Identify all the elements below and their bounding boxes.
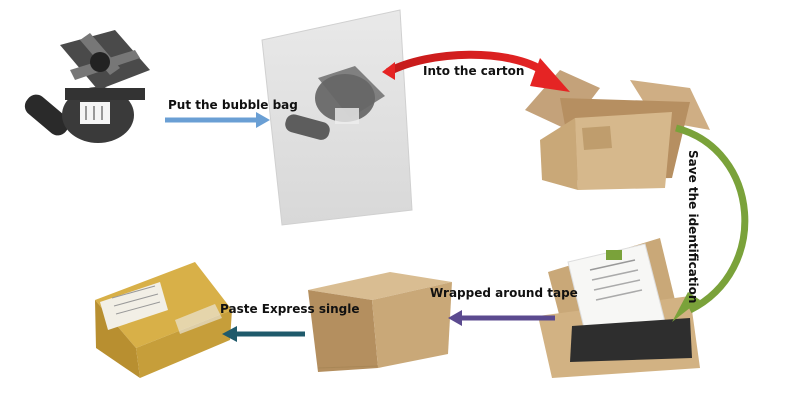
label-paste-express: Paste Express single	[220, 302, 360, 316]
express-package-image	[95, 262, 232, 378]
label-put-bubble-bag: Put the bubble bag	[168, 98, 298, 112]
open-carton-image	[525, 70, 710, 190]
carton-with-identification-image	[538, 238, 700, 378]
closed-carton-image	[308, 272, 452, 372]
arrow-save-identification	[672, 124, 749, 322]
label-save-identification: Save the identification	[686, 150, 700, 304]
arrow-paste-express	[222, 326, 305, 342]
arrow-put-bubble-bag	[165, 112, 270, 128]
bubble-bag-image	[261, 9, 413, 226]
label-into-carton: Into the carton	[423, 64, 525, 78]
product-part-image	[24, 30, 150, 143]
arrow-into-carton	[382, 50, 570, 92]
arrow-wrapped-tape	[448, 310, 555, 326]
label-wrapped-tape: Wrapped around tape	[430, 286, 578, 300]
